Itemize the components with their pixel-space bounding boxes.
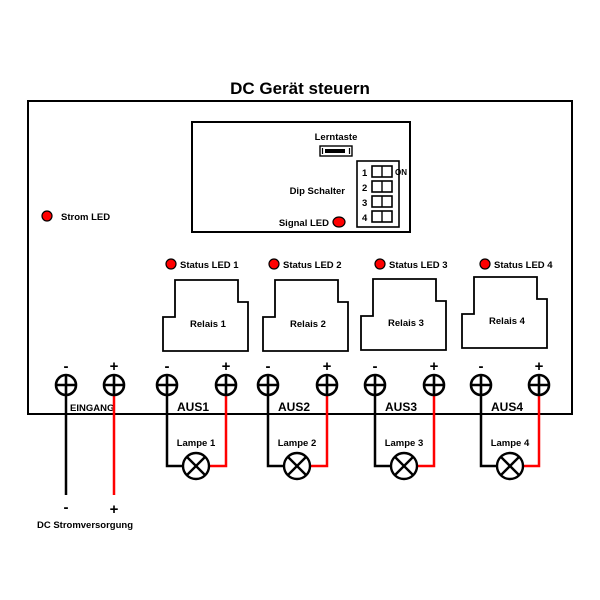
dip-switch-1[interactable] — [371, 165, 393, 178]
dip-switch-4[interactable] — [371, 210, 393, 223]
negative-wire — [373, 385, 391, 468]
input-terminals-overlay: -+ — [54, 358, 126, 397]
terminal-plus-sign: + — [535, 358, 544, 375]
positive-wire — [310, 385, 329, 468]
lamp-label: Lampe 4 — [491, 438, 530, 449]
relay-label: Relais 1 — [190, 319, 227, 330]
dip-position-number: 2 — [362, 183, 367, 194]
learn-button[interactable] — [319, 145, 353, 157]
status-led-label: Status LED 3 — [389, 260, 448, 271]
terminal-minus-sign: - — [373, 358, 378, 375]
signal-led-icon — [332, 216, 346, 228]
supply-plus-sign: + — [110, 501, 119, 518]
dip-position-number: 4 — [362, 213, 368, 224]
output-positive-terminal[interactable] — [527, 373, 551, 397]
output-label: AUS4 — [491, 400, 523, 414]
status-led-icon — [374, 258, 386, 270]
lamp-icon — [282, 451, 312, 481]
relay-label: Relais 4 — [489, 316, 526, 327]
relay-body — [360, 278, 447, 351]
dip-position-number: 3 — [362, 198, 367, 209]
terminal-minus-sign: - — [266, 358, 271, 375]
negative-wire — [266, 385, 284, 468]
dip-on-label: ON — [395, 168, 407, 177]
terminal-plus-sign: + — [430, 358, 439, 375]
output-positive-terminal[interactable] — [422, 373, 446, 397]
positive-wire — [209, 385, 228, 468]
terminal-minus-sign: - — [479, 358, 484, 375]
output-label: AUS2 — [278, 400, 310, 414]
lamp-label: Lampe 2 — [278, 438, 317, 449]
output-negative-terminal[interactable] — [363, 373, 387, 397]
relay-label: Relais 2 — [290, 319, 326, 330]
relay-body — [461, 276, 548, 349]
dip-switch-2[interactable] — [371, 180, 393, 193]
power-led-label: Strom LED — [61, 212, 110, 223]
power-led-icon — [41, 210, 53, 222]
output-negative-terminal[interactable] — [256, 373, 280, 397]
input-plus-sign: + — [110, 358, 119, 375]
status-led-label: Status LED 4 — [494, 260, 553, 271]
learn-button-icon — [325, 149, 345, 153]
lamp-label: Lampe 3 — [385, 438, 424, 449]
terminal-plus-sign: + — [222, 358, 231, 375]
terminal-plus-sign: + — [323, 358, 332, 375]
dip-position-number: 1 — [362, 168, 368, 179]
input-label: EINGANG — [70, 403, 114, 414]
lamp-label: Lampe 1 — [177, 438, 216, 449]
output-negative-terminal[interactable] — [155, 373, 179, 397]
negative-wire — [479, 385, 497, 468]
dip-switch-group: 1 2 3 4 — [362, 165, 393, 224]
positive-wire — [417, 385, 436, 468]
input-minus-sign: - — [64, 358, 69, 375]
learn-button-label: Lerntaste — [315, 132, 358, 143]
relay-label: Relais 3 — [388, 318, 424, 329]
status-led-label: Status LED 1 — [180, 260, 239, 271]
output-positive-terminal[interactable] — [315, 373, 339, 397]
dip-switch-label: Dip Schalter — [290, 186, 346, 197]
relay-body — [262, 279, 349, 352]
power-supply-label: DC Stromversorgung — [37, 520, 133, 531]
lamp-icon — [389, 451, 419, 481]
status-led-icon — [479, 258, 491, 270]
status-led-icon — [165, 258, 177, 270]
output-label: AUS3 — [385, 400, 417, 414]
lamp-icon — [495, 451, 525, 481]
relay-body — [162, 279, 249, 352]
positive-wire — [523, 385, 541, 468]
signal-led-label: Signal LED — [279, 218, 329, 229]
terminal-minus-sign: - — [165, 358, 170, 375]
diagram-title: DC Gerät steuern — [230, 79, 370, 98]
supply-minus-sign: - — [64, 499, 69, 516]
negative-wire — [165, 385, 183, 468]
lamp-icon — [181, 451, 211, 481]
input-positive-terminal[interactable] — [102, 373, 126, 397]
input-negative-terminal[interactable] — [54, 373, 78, 397]
output-label: AUS1 — [177, 400, 209, 414]
status-led-icon — [268, 258, 280, 270]
dip-switch-3[interactable] — [371, 195, 393, 208]
output-positive-terminal[interactable] — [214, 373, 238, 397]
output-negative-terminal[interactable] — [469, 373, 493, 397]
status-led-label: Status LED 2 — [283, 260, 342, 271]
